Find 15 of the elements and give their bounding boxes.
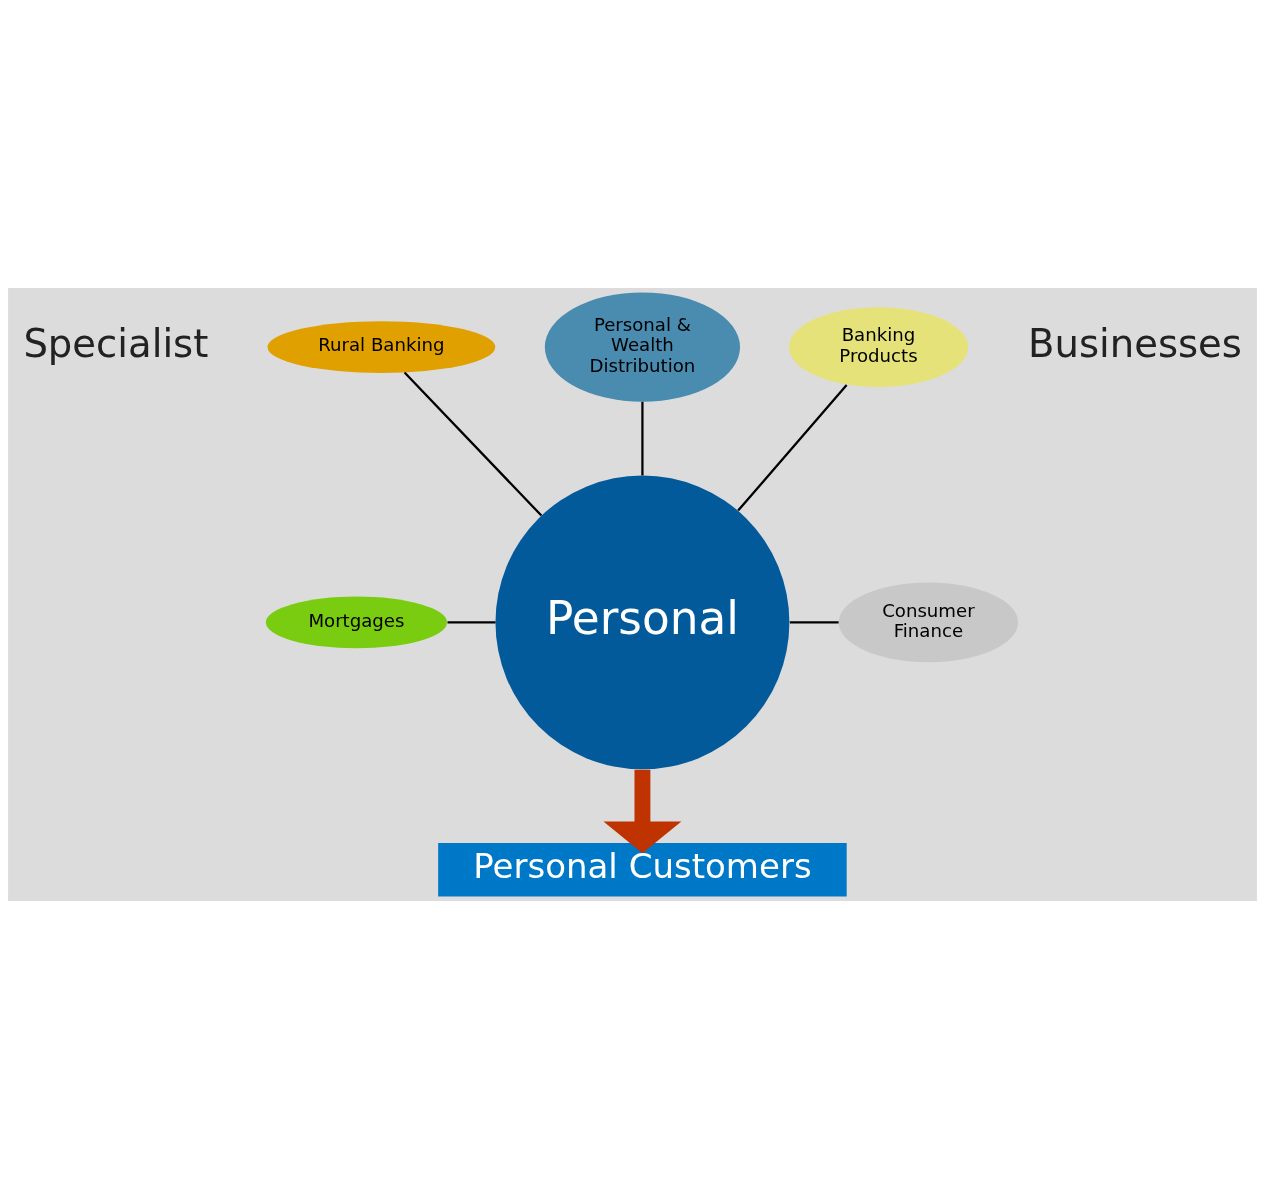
node-ellipse: Consumer Finance: [838, 582, 1019, 663]
node-circle: Personal: [495, 475, 790, 770]
connector: [403, 371, 543, 517]
node-ellipse: Personal & Wealth Distribution: [544, 292, 741, 402]
connector: [641, 401, 644, 476]
node-ellipse: Mortgages: [265, 596, 447, 649]
label: Specialist: [23, 320, 209, 366]
connector: [447, 621, 496, 624]
node-ellipse: Rural Banking: [267, 321, 496, 373]
arrow: [603, 769, 682, 854]
label: Businesses: [1027, 320, 1242, 366]
connector: [737, 384, 848, 512]
connector: [789, 621, 839, 624]
node-ellipse: Banking Products: [788, 307, 969, 388]
node-box: Personal Customers: [438, 843, 847, 897]
